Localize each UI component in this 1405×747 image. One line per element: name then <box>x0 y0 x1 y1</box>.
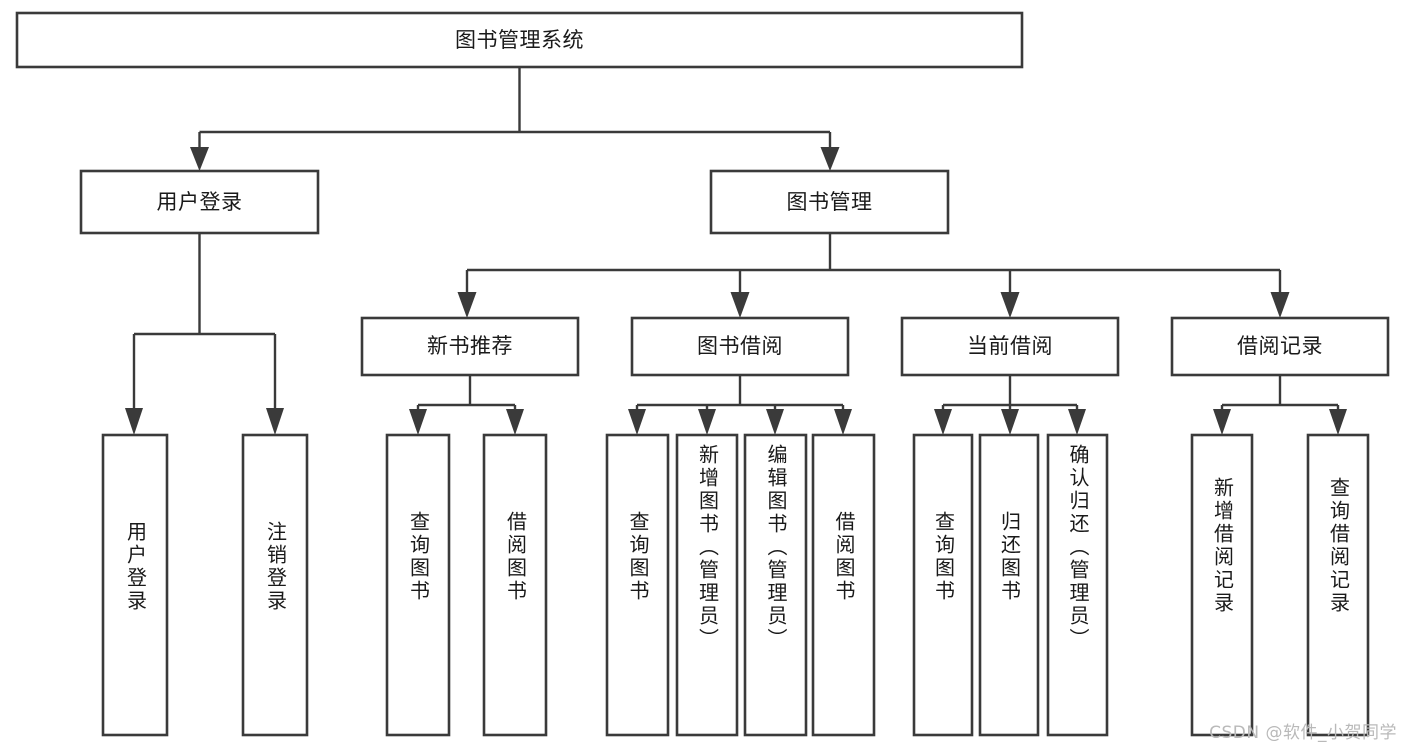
leaf-logout-box[interactable] <box>241 433 309 737</box>
node-current-borrow[interactable]: 当前借阅 <box>900 316 1120 377</box>
node-root-label: 图书管理系统 <box>455 28 584 52</box>
node-new-book-recommend-label: 新书推荐 <box>427 334 513 358</box>
node-current-borrow-box[interactable] <box>900 316 1120 377</box>
arrow-head-leaf-query-book-1 <box>409 409 427 435</box>
node-user-login-box[interactable] <box>79 169 320 235</box>
node-user-login[interactable]: 用户登录 <box>79 169 320 235</box>
node-book-manage[interactable]: 图书管理 <box>709 169 950 235</box>
node-user-login-label: 用户登录 <box>157 190 243 214</box>
arrow-head-leaf-borrow-book-2 <box>834 409 852 435</box>
node-new-book-recommend[interactable]: 新书推荐 <box>360 316 580 377</box>
leaf-box-group <box>101 433 1370 737</box>
arrow-head-book-manage <box>820 147 840 171</box>
arrow-head-leaf-confirm-return <box>1068 409 1086 435</box>
leaf-user-login-box[interactable] <box>101 433 169 737</box>
node-borrow-record-box[interactable] <box>1170 316 1390 377</box>
node-root-box[interactable] <box>15 11 1024 69</box>
arrow-head-borrow-record <box>1270 292 1290 318</box>
node-book-manage-label: 图书管理 <box>787 190 873 214</box>
arrow-head-leaf-add-book <box>698 409 716 435</box>
leaf-query-book-1-box[interactable] <box>385 433 451 737</box>
leaf-query-book-2-box[interactable] <box>605 433 670 737</box>
leaf-edit-book-box[interactable] <box>743 433 808 737</box>
leaf-borrow-book-1-box[interactable] <box>482 433 548 737</box>
node-new-book-recommend-box[interactable] <box>360 316 580 377</box>
node-current-borrow-label: 当前借阅 <box>967 334 1053 358</box>
arrow-head-new-book-recommend <box>457 292 477 318</box>
arrow-head-user-login <box>190 147 209 171</box>
leaf-add-record-box[interactable] <box>1190 433 1254 737</box>
arrow-head-leaf-user-login <box>125 408 143 435</box>
leaf-query-record-box[interactable] <box>1306 433 1370 737</box>
csdn-watermark: CSDN @软件_小贺同学 <box>1209 723 1397 743</box>
node-book-borrow-label: 图书借阅 <box>697 334 783 358</box>
node-root[interactable]: 图书管理系统 <box>15 11 1024 69</box>
arrow-head-leaf-logout <box>266 408 284 435</box>
arrow-head-leaf-query-book-2 <box>628 409 646 435</box>
leaf-add-book-box[interactable] <box>675 433 739 737</box>
arrow-head-current-borrow <box>1000 292 1020 318</box>
leaf-confirm-return-box[interactable] <box>1046 433 1109 737</box>
node-book-borrow-box[interactable] <box>630 316 850 377</box>
arrow-head-book-borrow <box>730 292 750 318</box>
node-book-manage-box[interactable] <box>709 169 950 235</box>
leaf-return-book-box[interactable] <box>978 433 1040 737</box>
arrow-head-leaf-query-record <box>1329 409 1347 435</box>
node-borrow-record-label: 借阅记录 <box>1237 334 1323 358</box>
leaf-borrow-book-2-box[interactable] <box>811 433 876 737</box>
arrow-head-leaf-query-book-3 <box>934 409 952 435</box>
arrow-head-leaf-edit-book <box>766 409 784 435</box>
arrow-head-leaf-return-book <box>1001 409 1019 435</box>
arrow-head-leaf-add-record <box>1213 409 1231 435</box>
node-borrow-record[interactable]: 借阅记录 <box>1170 316 1390 377</box>
connector-group <box>125 67 1347 435</box>
leaf-query-book-3-box[interactable] <box>912 433 974 737</box>
node-book-borrow[interactable]: 图书借阅 <box>630 316 850 377</box>
arrow-head-leaf-borrow-book-1 <box>506 409 524 435</box>
